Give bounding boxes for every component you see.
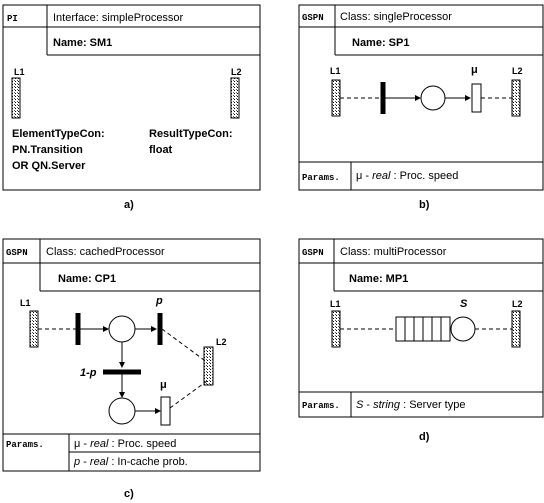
panel-d-title: Class: multiProcessor [340,246,447,258]
panel-a-port-left [11,77,21,119]
panel-d-port-right-label: L2 [512,299,523,309]
panel-c-param-1: μ - real : Proc. speed [74,438,176,450]
panel-b-port-left [331,79,341,117]
panel-a-result-type-2: float [149,144,173,156]
panel-b-params-tag: Params. [302,173,340,183]
panel-a-title: Interface: simpleProcessor [53,12,184,24]
panel-b-port-right-label: L2 [512,66,523,76]
panel-a-port-left-label: L1 [14,67,25,77]
panel-c-frame [2,238,261,472]
panel-b: GSPN Class: singleProcessor Name: SP1 L1… [298,4,544,211]
panel-c-caption: c) [124,488,134,500]
panel-b-port-left-label: L1 [330,66,341,76]
panel-a: PI Interface: simpleProcessor Name: SM1 … [2,4,261,211]
panel-c-param-2: p - real : In-cache prob. [73,456,188,468]
panel-a-port-right-label: L2 [231,67,242,77]
panel-c-port-left [29,310,39,348]
panel-d-server [450,316,476,342]
panel-b-mu-label: μ [471,64,478,76]
panel-b-timed-transition [471,83,482,113]
panel-d-queue [395,316,451,342]
panel-c-params-tag: Params. [6,440,44,450]
panel-a-port-right [230,77,240,119]
panel-c-place-1 [108,315,136,343]
panel-b-name: Name: SP1 [352,37,409,49]
panel-c-port-left-label: L1 [20,298,31,308]
panel-b-port-right [511,79,521,117]
panel-d-caption: d) [419,431,430,443]
panel-b-param-1: μ - real : Proc. speed [356,170,458,182]
panel-d-name: Name: MP1 [349,273,408,285]
panel-d-port-left-label: L1 [330,299,341,309]
panel-d-params-tag: Params. [302,401,340,411]
panel-c-p-label: p [155,295,163,307]
panel-b-tag: GSPN [302,13,324,23]
panel-a-name: Name: SM1 [53,37,112,49]
panel-b-caption: b) [419,199,430,211]
panel-d-frame [298,238,544,418]
panel-c-name: Name: CP1 [58,273,116,285]
panel-a-element-type-3: OR QN.Server [12,160,86,172]
panel-a-result-type-1: ResultTypeCon: [149,128,233,140]
panel-d-s-label: S [460,298,468,310]
panel-a-caption: a) [124,199,134,211]
panel-b-place [420,85,446,111]
panel-c-port-right [203,346,214,386]
panel-c-one-minus-p-label: 1-p [80,367,97,379]
panel-a-frame [2,4,261,191]
panel-d-param-1: S - string : Server type [356,399,465,411]
panel-c-tag: GSPN [6,248,28,258]
panel-b-title: Class: singleProcessor [340,11,452,23]
panel-c-place-2 [108,397,136,425]
panel-d-tag: GSPN [302,248,324,258]
panel-d-port-right [511,310,521,348]
panel-c-mu-label: μ [160,379,167,391]
panel-c-port-right-label: L2 [216,337,227,347]
panel-a-element-type-1: ElementTypeCon: [12,128,105,140]
panel-c-timed-transition [160,396,171,426]
panel-a-element-type-2: PN.Transition [12,144,83,156]
panel-d-port-left [331,310,341,348]
panel-b-frame [298,4,544,191]
panel-a-tag: PI [7,14,18,24]
panel-d: GSPN Class: multiProcessor Name: MP1 L1 … [298,238,544,443]
panel-c-title: Class: cachedProcessor [46,246,165,258]
panel-c: GSPN Class: cachedProcessor Name: CP1 L1… [2,238,261,500]
